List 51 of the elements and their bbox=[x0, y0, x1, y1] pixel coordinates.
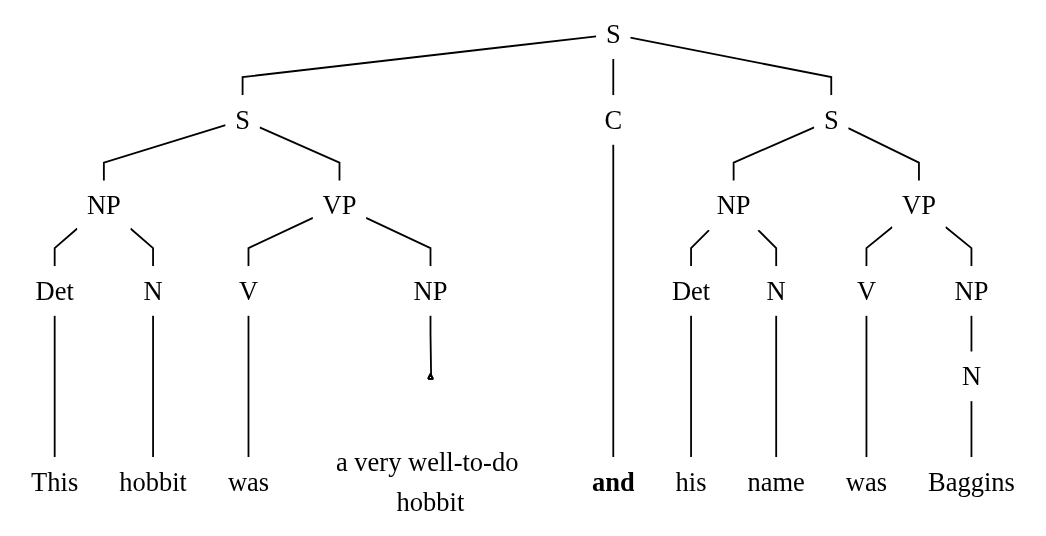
node-text: Baggins bbox=[928, 466, 1015, 497]
connector bbox=[757, 229, 778, 268]
node-text: S bbox=[823, 104, 839, 135]
connector bbox=[612, 58, 615, 97]
node-text: VP bbox=[322, 190, 357, 221]
node-text: S bbox=[605, 19, 621, 50]
node-text: NP bbox=[716, 190, 751, 221]
connector bbox=[365, 216, 432, 268]
connector bbox=[944, 226, 973, 268]
connector bbox=[247, 314, 250, 458]
node-text: N bbox=[143, 275, 163, 306]
node-text: Det bbox=[35, 275, 74, 306]
node-text: This bbox=[31, 466, 79, 497]
node-text: V bbox=[238, 275, 259, 306]
node-text: NP bbox=[86, 190, 121, 221]
connector bbox=[612, 143, 615, 458]
connector bbox=[241, 35, 598, 97]
connector bbox=[690, 314, 692, 458]
node-text: hobbit bbox=[119, 466, 187, 497]
node-text: was bbox=[227, 466, 270, 497]
connector bbox=[629, 36, 833, 97]
connector bbox=[102, 124, 227, 182]
node-text: his bbox=[675, 466, 707, 497]
connector bbox=[53, 314, 56, 458]
node-text: NP bbox=[954, 275, 989, 306]
connector bbox=[53, 227, 79, 268]
node-text: C bbox=[604, 104, 623, 135]
connector bbox=[429, 314, 432, 376]
connector bbox=[970, 400, 973, 458]
connector bbox=[152, 314, 154, 458]
node-text: N bbox=[766, 275, 786, 306]
connector bbox=[775, 314, 778, 458]
connector bbox=[847, 127, 920, 182]
node-text: N bbox=[961, 361, 982, 392]
node-text: S bbox=[235, 104, 250, 135]
connector bbox=[970, 314, 973, 353]
node-text: Det bbox=[671, 275, 711, 306]
connector bbox=[247, 216, 314, 268]
connector bbox=[865, 226, 894, 268]
connector bbox=[690, 229, 710, 268]
node-text: a very well-to-do hobbit bbox=[335, 446, 519, 517]
node-text: name bbox=[747, 466, 805, 497]
node-text: and bbox=[591, 466, 635, 497]
connector bbox=[865, 314, 868, 458]
node-text: VP bbox=[902, 190, 936, 221]
connector bbox=[732, 126, 816, 182]
connector bbox=[258, 126, 341, 182]
connector bbox=[129, 227, 154, 268]
node-text: NP bbox=[413, 275, 448, 306]
node-text: V bbox=[856, 275, 877, 306]
node-text: was bbox=[845, 466, 888, 497]
